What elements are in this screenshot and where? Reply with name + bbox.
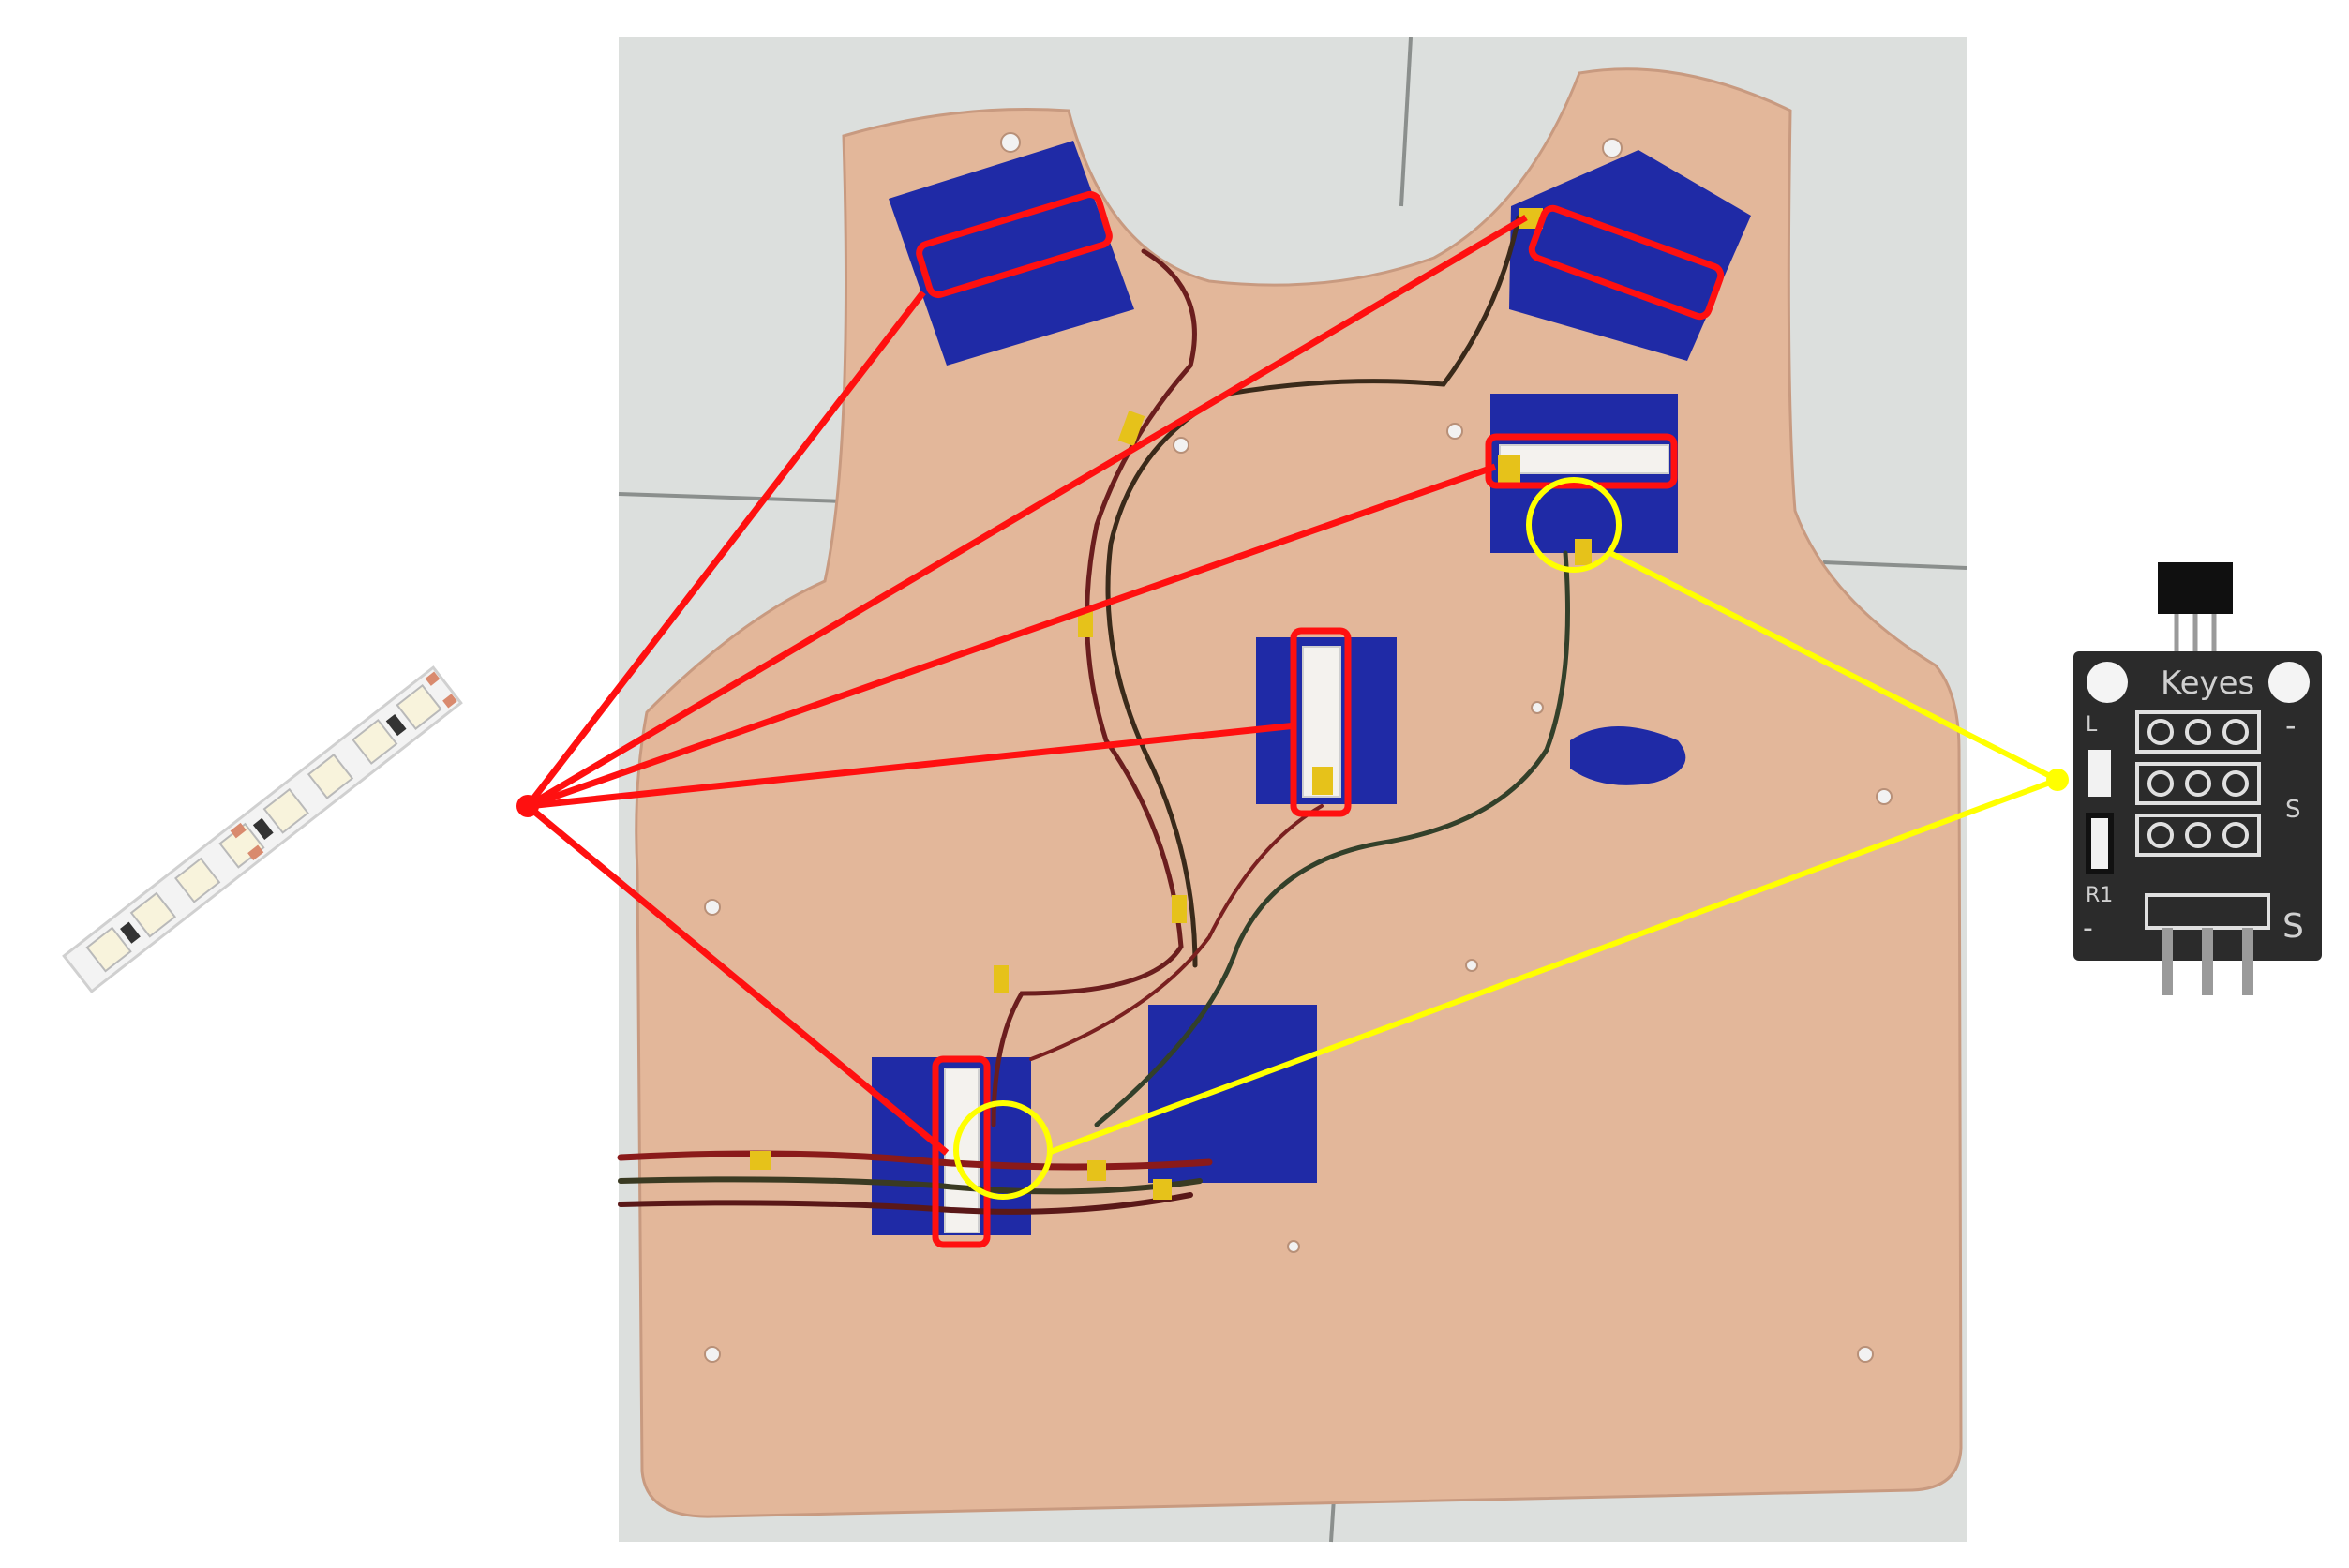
resistors	[120, 713, 407, 944]
highlight-circle-upper	[1526, 477, 1622, 573]
highlight-box-shoulder-right	[1528, 204, 1725, 321]
patch-lower-center	[1148, 1005, 1317, 1183]
highlight-box-shoulder-left	[916, 190, 1113, 299]
pin-label-r1: R1	[2086, 884, 2113, 907]
smd-resistor	[2086, 813, 2114, 874]
led-callout-hub	[516, 795, 539, 817]
wire-connectors	[750, 208, 1592, 1200]
pin-label-minus-top: -	[2285, 708, 2297, 743]
pin-label-minus-bottom: -	[2083, 912, 2093, 945]
pin-header-rows	[2135, 710, 2261, 857]
vest-holes	[704, 132, 1893, 1363]
sensor-callout-hub	[2046, 769, 2069, 791]
led-chips	[85, 684, 442, 973]
pin-label-s-middle: S	[2285, 796, 2301, 824]
hall-sensor-callouts	[953, 477, 2069, 1200]
module-brand: Keyes	[2161, 665, 2254, 702]
tile-grout	[1822, 560, 1967, 570]
header-pins	[2147, 719, 2249, 848]
smd-led	[2088, 750, 2111, 797]
highlight-box-center	[1290, 627, 1352, 817]
vest-photo	[617, 37, 1967, 1543]
solder-pads	[230, 671, 457, 860]
sensor-package	[2158, 562, 2233, 614]
highlight-box-upper-right	[1485, 433, 1678, 489]
tile-grout	[1399, 37, 1413, 207]
led-strip-callouts	[516, 190, 1725, 1248]
highlight-box-lower-left	[932, 1055, 991, 1248]
pin-label-l: L	[2086, 713, 2098, 737]
mount-hole-left	[2087, 662, 2128, 703]
mount-hole-right	[2268, 662, 2310, 703]
pin-label-s-bottom: S	[2282, 907, 2304, 946]
led-strip-icon	[62, 665, 463, 993]
patch-shoulder-right	[1509, 150, 1751, 361]
tape-scrap	[1570, 726, 1686, 785]
embedded-led-strips	[944, 444, 1669, 1233]
hall-sensor-module-icon: Keyes - S L R1 - S	[2073, 562, 2322, 995]
tile-grout	[618, 492, 845, 503]
